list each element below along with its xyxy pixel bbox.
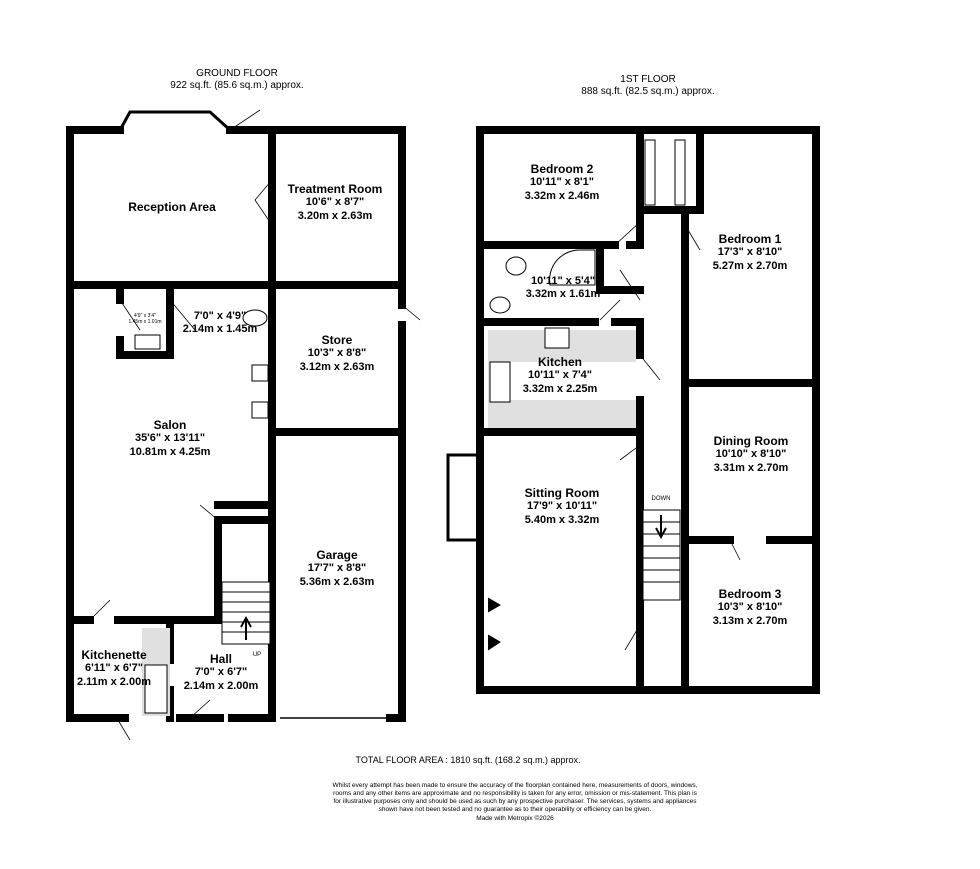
room-metric: 3.32m x 1.61m <box>525 288 601 301</box>
room-metric: 1.45m x 1.01m <box>128 319 162 325</box>
room-name: Garage <box>316 548 358 562</box>
door-swings <box>89 109 421 741</box>
room-imperial: 7'0" x 6'7" <box>194 666 248 679</box>
bay-window-first <box>446 453 480 542</box>
room-bedroom-2: Bedroom 2 10'11" x 8'1" 3.32m x 2.46m <box>525 162 600 203</box>
room-sitting: Sitting Room 17'9" x 10'11" 5.40m x 3.32… <box>525 486 600 527</box>
room-name: Dining Room <box>713 434 789 448</box>
first-floor-area: 888 sq.ft. (82.5 sq.m.) approx. <box>581 86 715 97</box>
room-name: Store <box>321 333 353 347</box>
room-garage: Garage 17'7" x 8'8" 5.36m x 2.63m <box>300 548 375 589</box>
room-bedroom-1: Bedroom 1 17'3" x 8'10" 5.27m x 2.70m <box>713 232 788 273</box>
bay-window <box>118 110 232 132</box>
room-salon: Salon 35'6" x 13'11" 10.81m x 4.25m <box>130 418 211 459</box>
disclaimer: Whilst every attempt has been made to en… <box>330 782 700 823</box>
room-imperial: 10'11" x 8'1" <box>530 176 594 189</box>
room-name: Kitchenette <box>81 648 147 662</box>
room-name: Sitting Room <box>524 486 600 500</box>
ground-fixtures <box>134 309 271 716</box>
room-metric: 10.81m x 4.25m <box>129 445 211 458</box>
room-imperial: 17'7" x 8'8" <box>307 562 367 575</box>
room-imperial: 4'9" x 3'4" <box>134 313 156 319</box>
room-name: Salon <box>153 418 187 432</box>
room-hall: Hall 7'0" x 6'7" 2.14m x 2.00m <box>184 652 259 693</box>
room-metric: 3.32m x 2.46m <box>524 189 600 202</box>
room-metric: 3.20m x 2.63m <box>297 209 373 222</box>
room-metric: 5.27m x 2.70m <box>712 259 788 272</box>
room-metric: 2.14m x 2.00m <box>183 679 259 692</box>
room-metric: 3.13m x 2.70m <box>712 614 788 627</box>
room-imperial: 17'9" x 10'11" <box>526 500 598 513</box>
room-metric: 3.12m x 2.63m <box>299 360 375 373</box>
room-imperial: 6'11" x 6'7" <box>85 662 143 675</box>
room-metric: 3.32m x 2.25m <box>522 382 598 395</box>
room-name: Bedroom 2 <box>530 162 594 176</box>
room-imperial: 7'0" x 4'9" <box>193 310 247 322</box>
room-name: Kitchen <box>537 355 582 369</box>
room-treatment: Treatment Room 10'6" x 8'7" 3.20m x 2.63… <box>288 182 383 223</box>
room-imperial: 10'3" x 8'10" <box>717 601 783 614</box>
room-imperial: 10'6" x 8'7" <box>305 196 365 209</box>
ground-floor-title: GROUND FLOOR <box>196 68 278 79</box>
room-kitchen: Kitchen 10'11" x 7'4" 3.32m x 2.25m <box>523 355 598 396</box>
credit: Made with Metropix ©2026 <box>476 814 554 822</box>
room-reception: Reception Area <box>128 200 216 214</box>
ground-floor-area: 922 sq.ft. (85.6 sq.m.) approx. <box>170 80 304 91</box>
disclaimer-text: Whilst every attempt has been made to en… <box>332 782 698 814</box>
room-cloakroom: 7'0" x 4'9" 2.14m x 1.45m <box>183 310 258 336</box>
stair-down-label: DOWN <box>651 496 671 502</box>
room-imperial: 10'11" x 7'4" <box>528 369 592 382</box>
room-name: Treatment Room <box>287 182 383 196</box>
door-swings-first <box>599 221 741 651</box>
room-dining: Dining Room 10'10" x 8'10" 3.31m x 2.70m <box>714 434 789 475</box>
room-metric: 2.11m x 2.00m <box>76 675 152 688</box>
room-name: Bedroom 3 <box>718 587 782 601</box>
room-kitchenette: Kitchenette 6'11" x 6'7" 2.11m x 2.00m <box>77 648 151 689</box>
room-imperial: 10'3" x 8'8" <box>307 347 367 360</box>
first-floor-walls <box>476 126 820 694</box>
room-store: Store 10'3" x 8'8" 3.12m x 2.63m <box>300 333 375 374</box>
room-bedroom-3: Bedroom 3 10'3" x 8'10" 3.13m x 2.70m <box>713 587 788 628</box>
room-name: Hall <box>209 652 232 666</box>
room-bathroom: 10'11" x 5'4" 3.32m x 1.61m <box>526 275 601 301</box>
room-metric: 5.40m x 3.32m <box>524 513 600 526</box>
room-imperial: 35'6" x 13'11" <box>134 432 206 445</box>
stair-up-label: UP <box>252 652 262 658</box>
room-name: Bedroom 1 <box>718 232 782 246</box>
room-imperial: 10'11" x 5'4" <box>531 275 595 287</box>
first-fixtures <box>487 139 686 651</box>
room-metric: 2.14m x 1.45m <box>182 323 258 336</box>
room-imperial: 17'3" x 8'10" <box>717 246 783 259</box>
room-wc: 4'9" x 3'4" 1.45m x 1.01m <box>128 313 161 325</box>
room-imperial: 10'10" x 8'10" <box>715 448 787 461</box>
room-name: Reception Area <box>128 200 216 214</box>
room-metric: 5.36m x 2.63m <box>299 575 375 588</box>
room-metric: 3.31m x 2.70m <box>713 461 789 474</box>
total-floor-area: TOTAL FLOOR AREA : 1810 sq.ft. (168.2 sq… <box>355 755 581 765</box>
first-floor-title: 1ST FLOOR <box>620 74 676 85</box>
